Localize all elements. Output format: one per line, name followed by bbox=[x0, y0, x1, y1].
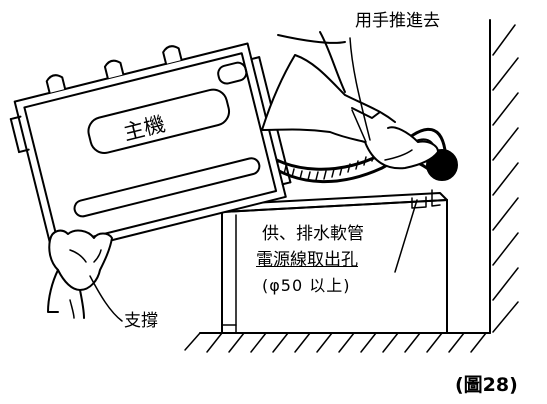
hole-label-line2: 電源線取出孔 bbox=[256, 250, 358, 270]
support-label: 支撐 bbox=[124, 311, 158, 331]
cabinet bbox=[214, 192, 448, 334]
pushing-arm bbox=[261, 31, 439, 170]
outlet-hole bbox=[411, 189, 441, 209]
supporting-hand bbox=[47, 229, 113, 319]
hose-end bbox=[426, 149, 458, 181]
floor bbox=[184, 332, 491, 353]
push-in-label: 用手推進去 bbox=[355, 11, 440, 31]
main-unit bbox=[9, 42, 292, 256]
leader-support bbox=[89, 275, 123, 322]
wall bbox=[489, 19, 519, 334]
figure-number: (圖28) bbox=[455, 374, 518, 396]
hole-label-line3: (φ50 以上) bbox=[262, 276, 351, 295]
hole-label-line1: 供、排水軟管 bbox=[262, 224, 364, 244]
leader-push bbox=[349, 37, 371, 141]
leader-hole bbox=[394, 199, 418, 273]
